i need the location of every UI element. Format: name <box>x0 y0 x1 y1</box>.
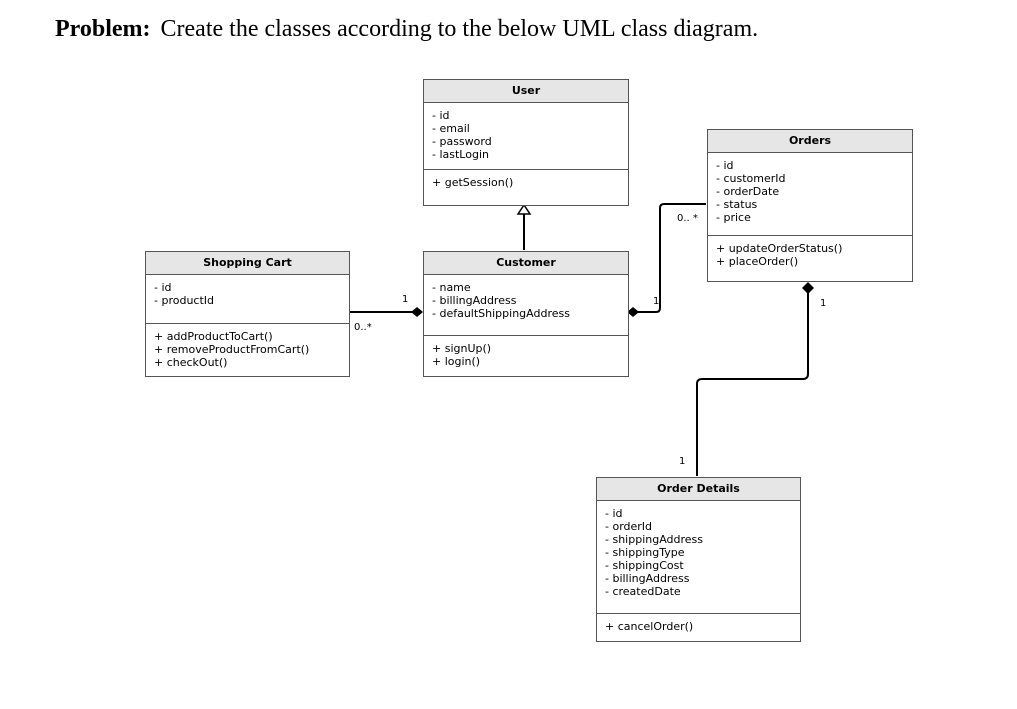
attribute: - id <box>432 109 450 122</box>
attribute: - id <box>605 507 623 520</box>
generalization-arrowhead <box>516 203 532 215</box>
class-orders-methods: + updateOrderStatus() + placeOrder() <box>708 235 912 274</box>
orders-details-line <box>696 292 809 476</box>
multiplicity-customer-orders-many: 0.. * <box>677 213 698 224</box>
method: + getSession() <box>432 176 514 189</box>
class-customer: Customer - name - billingAddress - defau… <box>423 251 629 377</box>
multiplicity-orders-details-details: 1 <box>679 456 686 467</box>
class-shopping-cart: Shopping Cart - id - productId + addProd… <box>145 251 350 377</box>
orders-details-diamond <box>802 282 814 294</box>
attribute: - productId <box>154 294 215 307</box>
multiplicity-customer-orders-one: 1 <box>653 296 660 307</box>
attribute: - id <box>716 159 734 172</box>
class-user-attributes: - id - email - password - lastLogin <box>424 103 628 169</box>
attribute: - lastLogin <box>432 148 489 161</box>
class-shopping-cart-name: Shopping Cart <box>146 252 349 275</box>
problem-label: Problem: <box>55 16 151 42</box>
attribute: - password <box>432 135 492 148</box>
method: + updateOrderStatus() <box>716 242 843 255</box>
class-order-details-name: Order Details <box>597 478 800 501</box>
attribute: - status <box>716 198 758 211</box>
method: + cancelOrder() <box>605 620 694 633</box>
class-user: User - id - email - password - lastLogin… <box>423 79 629 206</box>
problem-statement: Problem: Create the classes according to … <box>55 16 758 43</box>
attribute: - orderDate <box>716 185 780 198</box>
attribute: - email <box>432 122 470 135</box>
method: + login() <box>432 355 481 368</box>
attribute: - billingAddress <box>432 294 517 307</box>
customer-orders-line <box>634 203 706 313</box>
attribute: - shippingAddress <box>605 533 704 546</box>
customer-cart-diamond <box>411 307 423 317</box>
class-customer-attributes: - name - billingAddress - defaultShippin… <box>424 275 628 335</box>
attribute: - billingAddress <box>605 572 690 585</box>
attribute: - createdDate <box>605 585 681 598</box>
attribute: - shippingCost <box>605 559 684 572</box>
method: + addProductToCart() <box>154 330 273 343</box>
class-order-details-attributes: - id - orderId - shippingAddress - shipp… <box>597 501 800 613</box>
class-order-details: Order Details - id - orderId - shippingA… <box>596 477 801 642</box>
class-orders-name: Orders <box>708 130 912 153</box>
attribute: - id <box>154 281 172 294</box>
class-user-name: User <box>424 80 628 103</box>
class-shopping-cart-methods: + addProductToCart() + removeProductFrom… <box>146 323 349 375</box>
method: + removeProductFromCart() <box>154 343 310 356</box>
method: + checkOut() <box>154 356 228 369</box>
method: + signUp() <box>432 342 492 355</box>
class-order-details-methods: + cancelOrder() <box>597 613 800 639</box>
customer-orders-diamond <box>627 307 639 317</box>
multiplicity-orders-details-orders: 1 <box>820 298 827 309</box>
attribute: - price <box>716 211 751 224</box>
problem-text: Create the classes according to the belo… <box>160 16 759 42</box>
class-shopping-cart-attributes: - id - productId <box>146 275 349 323</box>
attribute: - name <box>432 281 471 294</box>
class-customer-methods: + signUp() + login() <box>424 335 628 374</box>
attribute: - customerId <box>716 172 786 185</box>
attribute: - defaultShippingAddress <box>432 307 570 320</box>
attribute: - shippingType <box>605 546 685 559</box>
class-customer-name: Customer <box>424 252 628 275</box>
class-user-methods: + getSession() <box>424 169 628 195</box>
class-orders: Orders - id - customerId - orderDate - s… <box>707 129 913 282</box>
multiplicity-customer-cart-many: 0..* <box>354 322 372 333</box>
class-orders-attributes: - id - customerId - orderDate - status -… <box>708 153 912 235</box>
multiplicity-customer-cart-one: 1 <box>402 294 409 305</box>
attribute: - orderId <box>605 520 653 533</box>
method: + placeOrder() <box>716 255 799 268</box>
